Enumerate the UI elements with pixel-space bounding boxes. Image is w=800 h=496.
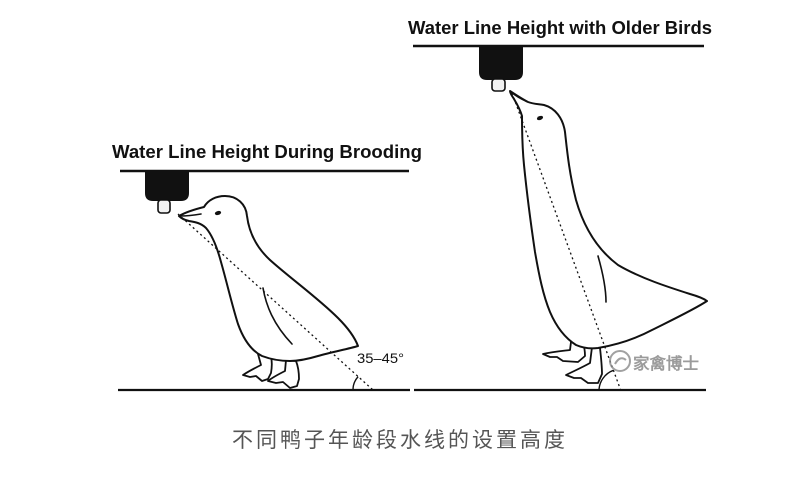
watermark-logo-mark <box>614 357 627 365</box>
watermark: 家禽博士 <box>609 350 700 374</box>
brooding-sight-line <box>177 213 374 391</box>
duck-eye <box>536 115 544 121</box>
older-birds-drinker-icon <box>479 47 523 80</box>
duck-figure <box>509 90 708 384</box>
duckling-beak-line <box>180 213 202 217</box>
watermark-logo-icon <box>609 350 631 372</box>
brooding-title: Water Line Height During Brooding <box>112 142 422 162</box>
older-birds-nipple-icon <box>491 78 506 92</box>
duckling-front-foot <box>242 353 273 382</box>
duck-body <box>509 90 708 350</box>
figure-caption: 不同鸭子年龄段水线的设置高度 <box>232 428 568 452</box>
watermark-text: 家禽博士 <box>633 354 699 373</box>
duckling-wing-line <box>262 287 293 345</box>
brooding-angle-label: 35–45° <box>357 350 404 366</box>
duck-rear-foot <box>565 346 603 384</box>
older-birds-panel: Water Line Height with Older Birds 家禽博士 <box>408 18 712 392</box>
duckling-body <box>178 195 359 362</box>
duckling-rear-foot <box>267 359 300 389</box>
older-birds-title: Water Line Height with Older Birds <box>408 18 712 38</box>
brooding-nipple-icon <box>157 199 171 214</box>
brooding-panel: Water Line Height During Brooding 35–45° <box>112 142 422 392</box>
duck-wing-line <box>597 255 607 303</box>
duckling-eye <box>214 210 222 216</box>
duckling-figure <box>178 195 359 389</box>
brooding-angle-arc <box>352 376 359 391</box>
brooding-drinker-icon <box>145 172 189 201</box>
